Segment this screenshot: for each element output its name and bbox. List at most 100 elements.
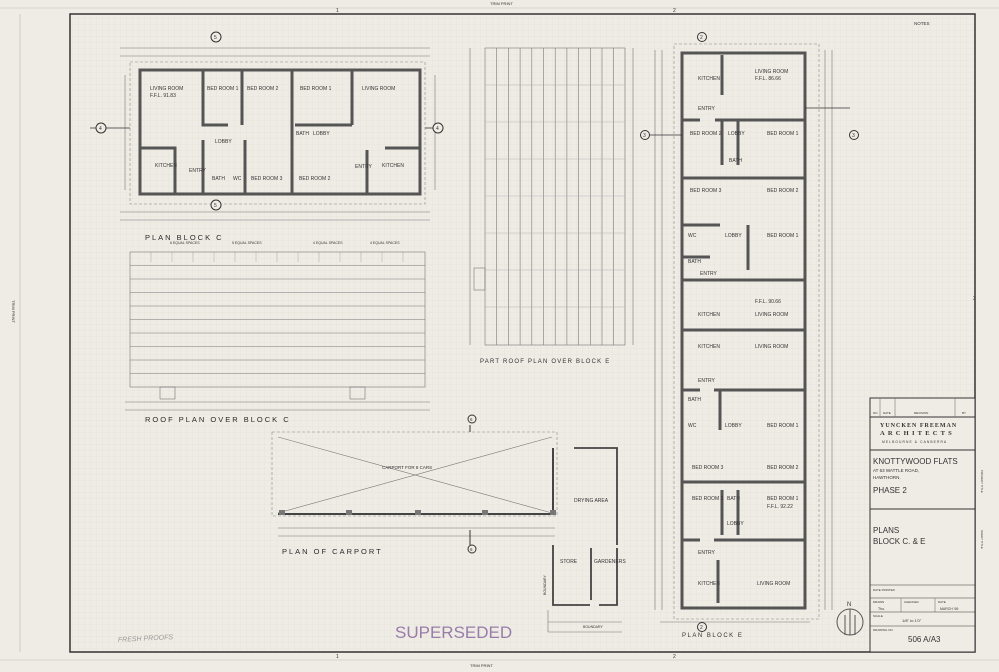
roof-plan-c-title: ROOF PLAN OVER BLOCK C: [145, 415, 291, 424]
svg-text:3: 3: [643, 133, 646, 139]
room-label: BED ROOM 1: [767, 233, 799, 239]
room-label: BED ROOM 1: [207, 86, 239, 92]
svg-text:SHEET TITLE: SHEET TITLE: [980, 530, 984, 549]
svg-text:6: 6: [470, 547, 473, 552]
room-label: BED ROOM 2: [247, 86, 279, 92]
room-label: BATH: [688, 397, 701, 403]
svg-text:MARCH '69: MARCH '69: [940, 607, 958, 611]
project-address: HAWTHORN.: [873, 475, 901, 480]
room-label: ENTRY: [355, 164, 373, 170]
svg-text:4: 4: [436, 126, 439, 132]
firm-name-architects: ARCHITECTS: [880, 430, 955, 437]
plan-block-c-title: PLAN BLOCK C: [145, 233, 224, 242]
room-label: LOBBY: [725, 233, 742, 239]
svg-text:DATE: DATE: [938, 600, 946, 604]
svg-text:DATE PRINTED: DATE PRINTED: [873, 588, 896, 592]
room-label: BATH: [688, 259, 701, 265]
svg-text:3: 3: [852, 133, 855, 139]
svg-text:GARDENERS: GARDENERS: [594, 559, 626, 565]
room-label: F.F.L. 92.22: [767, 504, 793, 510]
section-marker: [640, 130, 650, 140]
section-marker: [697, 622, 707, 632]
north-label: N: [847, 602, 851, 608]
room-label: WC: [233, 176, 242, 182]
svg-text:4 EQUAL SPACES: 4 EQUAL SPACES: [370, 241, 400, 245]
svg-text:5: 5: [214, 35, 217, 41]
room-label: BED ROOM 3: [690, 188, 722, 194]
grid-ref: 2: [673, 8, 676, 14]
room-label: KITCHEN: [155, 163, 177, 169]
room-label: LIVING ROOM: [755, 69, 788, 75]
section-marker: [210, 31, 222, 43]
room-label: LIVING ROOM: [362, 86, 395, 92]
section-marker: [210, 199, 222, 211]
plan-of-carport: CARPORT FOR 8 CARS PLAN OF CARPORT 6 6 D…: [271, 414, 626, 633]
room-label: F.F.L. 91.83: [150, 93, 176, 99]
svg-text:Thu.: Thu.: [878, 607, 885, 611]
room-label: BED ROOM 1: [767, 131, 799, 137]
svg-text:DRAWN: DRAWN: [873, 600, 884, 604]
roof-plan-block-c: ROOF PLAN OVER BLOCK C: [125, 251, 430, 424]
sheet-title: BLOCK C. & E: [873, 537, 925, 546]
grid-ref: 2: [673, 654, 676, 660]
svg-text:4 EQUAL SPACES: 4 EQUAL SPACES: [313, 241, 343, 245]
section-marker: [432, 122, 444, 134]
room-label: LOBBY: [313, 131, 330, 137]
svg-text:1/8" to 1'0": 1/8" to 1'0": [902, 618, 922, 623]
firm-cities: MELBOURNE & CANBERRA: [882, 440, 947, 444]
part-roof-plan-title: PART ROOF PLAN OVER BLOCK E: [480, 359, 610, 365]
project-phase: PHASE 2: [873, 486, 907, 495]
svg-text:2: 2: [700, 35, 703, 41]
title-block: NO. DATE REVISION BY YUNCKEN FREEMAN ARC…: [869, 397, 984, 653]
room-label: LIVING ROOM: [150, 86, 183, 92]
room-label: ENTRY: [698, 550, 716, 556]
svg-text:6 EQUAL SPACES: 6 EQUAL SPACES: [170, 241, 200, 245]
room-label: KITCHEN: [382, 163, 404, 169]
room-label: KITCHEN: [698, 581, 720, 587]
superseded-stamp: SUPERSEDED: [395, 623, 512, 642]
project-address: AT 63 WATTLE ROAD,: [873, 468, 919, 473]
carport-title: PLAN OF CARPORT: [282, 547, 383, 556]
svg-text:STORE: STORE: [560, 559, 578, 565]
room-label: ENTRY: [700, 271, 718, 277]
section-marker: [697, 32, 707, 42]
grid-ref: 1: [336, 654, 339, 660]
drawing-number: 506 A/A3: [908, 635, 941, 644]
section-marker: [849, 130, 859, 140]
room-label: KITCHEN: [698, 76, 720, 82]
room-label: LOBBY: [727, 521, 744, 527]
svg-text:6: 6: [470, 417, 473, 422]
part-roof-plan-block-e: PART ROOF PLAN OVER BLOCK E: [469, 47, 634, 365]
section-marker: [467, 544, 477, 554]
section-marker: [467, 414, 477, 424]
room-label: ENTRY: [698, 378, 716, 384]
room-label: BED ROOM 2: [692, 496, 724, 502]
svg-text:BOUNDARY: BOUNDARY: [583, 625, 603, 629]
room-label: BED ROOM 3: [251, 176, 283, 182]
room-label: ENTRY: [698, 106, 716, 112]
room-label: LIVING ROOM: [755, 344, 788, 350]
room-label: BED ROOM 1: [767, 423, 799, 429]
room-label: WC: [688, 233, 697, 239]
room-label: WC: [688, 423, 697, 429]
room-label: BED ROOM 1: [300, 86, 332, 92]
svg-text:4: 4: [99, 126, 102, 132]
notes-label: NOTES: [914, 21, 930, 26]
room-label: BED ROOM 1: [767, 496, 799, 502]
room-label: KITCHEN: [698, 312, 720, 318]
room-label: LIVING ROOM: [757, 581, 790, 587]
room-label: F.F.L. 86.66: [755, 76, 781, 82]
sheet-title: PLANS: [873, 526, 899, 535]
room-label: LIVING ROOM: [755, 312, 788, 318]
room-label: LOBBY: [725, 423, 742, 429]
room-label: BATH: [729, 158, 742, 164]
room-label: LOBBY: [215, 139, 232, 145]
room-label: BED ROOM 2: [690, 131, 722, 137]
trim-print-left: TRIM PRINT: [11, 300, 16, 323]
room-label: BATH: [296, 131, 309, 137]
trim-print-top: TRIM PRINT: [490, 1, 513, 6]
handwritten-note: FRESH PROOFS: [118, 634, 174, 644]
carport-label: CARPORT FOR 8 CARS: [382, 465, 432, 470]
